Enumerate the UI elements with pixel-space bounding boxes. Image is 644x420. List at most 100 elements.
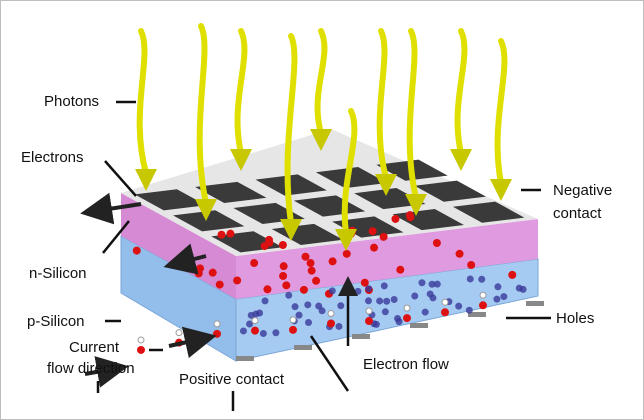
contact-bar bbox=[352, 334, 370, 339]
solar-cell-tile bbox=[315, 167, 388, 189]
label-holes: Holes bbox=[556, 310, 595, 327]
electron bbox=[403, 314, 411, 323]
hole bbox=[441, 298, 449, 306]
electron-blue bbox=[261, 297, 269, 305]
electron-blue bbox=[380, 282, 388, 290]
electron bbox=[137, 345, 145, 354]
contact-bar bbox=[410, 323, 428, 328]
electron bbox=[312, 276, 321, 285]
photon-arrow-shaft bbox=[341, 108, 358, 236]
electron-blue bbox=[354, 287, 362, 295]
electron bbox=[226, 229, 235, 238]
contact-bar bbox=[526, 301, 544, 306]
label-current-flow-1: Current bbox=[69, 339, 120, 356]
solar-cell-tile bbox=[452, 201, 525, 223]
photon-arrow-shaft bbox=[376, 28, 389, 181]
photon-arrow-head bbox=[310, 129, 332, 151]
photon-arrows bbox=[135, 23, 512, 251]
positive-contact-bars bbox=[236, 301, 544, 361]
electron-blue bbox=[295, 311, 303, 319]
photon-arrow-head bbox=[335, 229, 357, 251]
label-positive-contact: Positive contact bbox=[179, 371, 285, 388]
electron bbox=[327, 319, 335, 328]
photon-arrow-head bbox=[230, 149, 252, 171]
electron-blue bbox=[291, 303, 299, 311]
solar-cell-tile bbox=[134, 189, 207, 211]
electron bbox=[278, 241, 287, 250]
electron-blue bbox=[433, 280, 441, 288]
solar-cell-tile bbox=[354, 188, 426, 210]
electron-blue bbox=[383, 297, 391, 305]
electron bbox=[233, 276, 242, 285]
hole bbox=[137, 336, 145, 344]
photon-arrow-shaft bbox=[196, 23, 209, 206]
electron bbox=[250, 259, 259, 268]
photon-arrow-shaft bbox=[314, 28, 328, 136]
electron-blue bbox=[285, 291, 293, 299]
electron-blue bbox=[305, 318, 313, 326]
electron bbox=[263, 285, 272, 294]
photon-arrow-shaft bbox=[454, 28, 468, 156]
electron-blue bbox=[465, 306, 473, 314]
electron bbox=[365, 317, 373, 326]
electron bbox=[441, 308, 449, 317]
leader-lines bbox=[96, 100, 551, 411]
electron-blue bbox=[246, 320, 254, 328]
solar-cell-tile bbox=[414, 180, 487, 202]
electron bbox=[396, 265, 405, 274]
electron bbox=[307, 266, 316, 275]
photon-arrow-head bbox=[490, 179, 512, 201]
electron bbox=[132, 246, 141, 255]
electron bbox=[217, 230, 226, 239]
electron-blue bbox=[372, 320, 380, 328]
electron bbox=[306, 259, 315, 268]
electron bbox=[342, 249, 351, 258]
photon-arrow-head bbox=[375, 174, 397, 196]
electron bbox=[251, 326, 259, 335]
photon-arrow-head bbox=[405, 194, 427, 216]
hole bbox=[213, 320, 221, 328]
electron-blue bbox=[304, 301, 312, 309]
electron bbox=[479, 301, 487, 310]
label-n-silicon: n-Silicon bbox=[29, 265, 87, 282]
electron-blue bbox=[428, 280, 436, 288]
photon-arrow-shaft bbox=[406, 28, 419, 201]
electron bbox=[260, 242, 269, 251]
n-silicon-right-face bbox=[236, 219, 538, 299]
electron-blue bbox=[494, 283, 502, 291]
solar-cell-tile bbox=[255, 174, 327, 196]
electron-blue bbox=[426, 290, 434, 298]
contact-bar bbox=[468, 312, 486, 317]
electron bbox=[215, 280, 224, 289]
electron-blue bbox=[337, 302, 345, 310]
electron-blue bbox=[455, 302, 463, 310]
electron bbox=[391, 214, 400, 223]
label-negative-contact-2: contact bbox=[553, 205, 602, 222]
electron-blue bbox=[478, 275, 486, 283]
electron-blue bbox=[493, 295, 501, 303]
electron-blue bbox=[259, 330, 267, 338]
electron bbox=[289, 325, 297, 334]
electron-blue bbox=[390, 295, 398, 303]
label-p-silicon: p-Silicon bbox=[27, 313, 85, 330]
electron-blue bbox=[381, 308, 389, 316]
electron-blue bbox=[335, 322, 343, 330]
electron bbox=[455, 249, 464, 258]
label-current-flow-2: flow direction bbox=[47, 360, 135, 377]
electron-blue bbox=[466, 275, 474, 283]
particles bbox=[132, 211, 527, 354]
electron bbox=[213, 329, 221, 338]
label-negative-contact-1: Negative bbox=[553, 182, 613, 199]
electron bbox=[279, 262, 288, 271]
electron-blue bbox=[395, 318, 403, 326]
electron bbox=[282, 281, 291, 290]
electron bbox=[279, 271, 288, 280]
solar-cell-tile bbox=[195, 181, 267, 203]
hole bbox=[479, 291, 487, 299]
electron-blue bbox=[364, 297, 372, 305]
hole bbox=[175, 329, 183, 337]
label-electron-flow: Electron flow bbox=[363, 356, 449, 373]
photon-arrow-shaft bbox=[234, 28, 248, 156]
electron-blue bbox=[418, 279, 426, 287]
